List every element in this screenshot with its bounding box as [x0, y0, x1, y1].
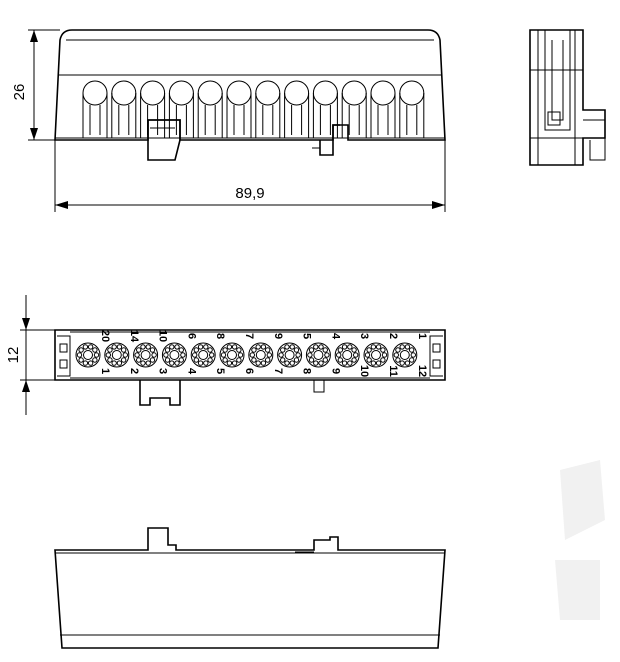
front-din-clip-right	[319, 124, 340, 156]
front-terminal-slot	[341, 93, 367, 138]
front-terminal-hole	[255, 80, 281, 106]
terminal-number-label: 8	[214, 333, 226, 339]
top-screw-row	[75, 342, 418, 368]
terminal-screw	[161, 342, 187, 368]
terminal-number-label: 14	[128, 330, 140, 343]
dimension-height-top: 12	[5, 295, 55, 415]
front-terminal-slot	[370, 93, 396, 138]
front-view: 26 89,9	[11, 29, 446, 212]
front-terminal-slot	[197, 93, 223, 138]
terminal-number-label: 2	[128, 368, 140, 374]
front-terminal-slot	[399, 93, 425, 138]
terminal-screw	[248, 342, 274, 368]
dimension-label-12: 12	[5, 347, 22, 364]
terminal-screw	[75, 342, 101, 368]
terminal-number-label: 5	[301, 333, 313, 339]
front-terminal-hole	[168, 80, 194, 106]
front-terminal-hole	[111, 80, 137, 106]
dimension-height-front: 26	[11, 29, 60, 141]
top-body-outline	[54, 329, 446, 381]
dimension-label-89-9: 89,9	[235, 185, 264, 202]
terminal-screw	[277, 342, 303, 368]
terminal-screw	[363, 342, 389, 368]
terminal-number-label: 3	[358, 333, 370, 339]
terminal-number-label: 12	[416, 365, 428, 377]
terminal-number-label: 9	[272, 333, 284, 339]
top-din-clip	[139, 380, 181, 406]
terminal-screw	[219, 342, 245, 368]
terminal-numbers-upper: 20 14 10 6 8 7 9 5 4 3 2 1	[99, 330, 428, 343]
front-terminal-slot	[312, 93, 338, 138]
terminal-number-label: 6	[185, 333, 197, 339]
front-terminal-slot	[284, 93, 310, 138]
front-terminal-hole	[370, 80, 396, 106]
front-terminal-hole	[226, 80, 252, 106]
terminal-number-label: 9	[329, 368, 341, 374]
terminal-number-label: 7	[272, 368, 284, 374]
front-terminal-hole	[341, 80, 367, 106]
terminal-screw	[190, 342, 216, 368]
front-terminal-slot	[82, 93, 108, 138]
front-terminal-slot	[140, 93, 166, 138]
dimension-label-26: 26	[11, 84, 28, 101]
front-body-outline	[54, 29, 446, 141]
front-terminal-cells	[82, 80, 425, 138]
front-terminal-hole	[312, 80, 338, 106]
terminal-number-label: 4	[185, 368, 197, 375]
front-terminal-hole	[399, 80, 425, 106]
terminal-number-label: 2	[387, 333, 399, 339]
front-terminal-hole	[197, 80, 223, 106]
terminal-number-label: 4	[329, 333, 341, 340]
terminal-number-label: 20	[99, 330, 111, 342]
terminal-number-label: 5	[214, 368, 226, 374]
terminal-number-label: 7	[243, 333, 255, 339]
front-terminal-slot	[111, 93, 137, 138]
terminal-screw	[334, 342, 360, 368]
front-terminal-slot	[255, 93, 281, 138]
front-terminal-hole	[284, 80, 310, 106]
terminal-number-label: 1	[99, 368, 111, 374]
watermark-fragment	[555, 460, 605, 620]
front-terminal-hole	[82, 80, 108, 106]
front-terminal-slot	[226, 93, 252, 138]
terminal-number-label: 10	[157, 330, 169, 342]
terminal-number-label: 8	[301, 368, 313, 374]
rear-body-outline	[54, 527, 446, 649]
side-view	[529, 29, 606, 166]
terminal-screw	[392, 342, 418, 368]
terminal-number-label: 10	[358, 365, 370, 377]
front-terminal-slot	[168, 93, 194, 138]
terminal-number-label: 11	[387, 365, 399, 377]
rear-view	[54, 527, 446, 649]
terminal-screw	[305, 342, 331, 368]
terminal-number-label: 1	[416, 333, 428, 339]
front-din-clip-left	[147, 119, 181, 161]
terminal-number-label: 3	[157, 368, 169, 374]
terminal-number-label: 6	[243, 368, 255, 374]
terminal-screw	[104, 342, 130, 368]
front-terminal-hole	[140, 80, 166, 106]
terminal-screw	[133, 342, 159, 368]
dimension-width-front: 89,9	[54, 140, 446, 212]
